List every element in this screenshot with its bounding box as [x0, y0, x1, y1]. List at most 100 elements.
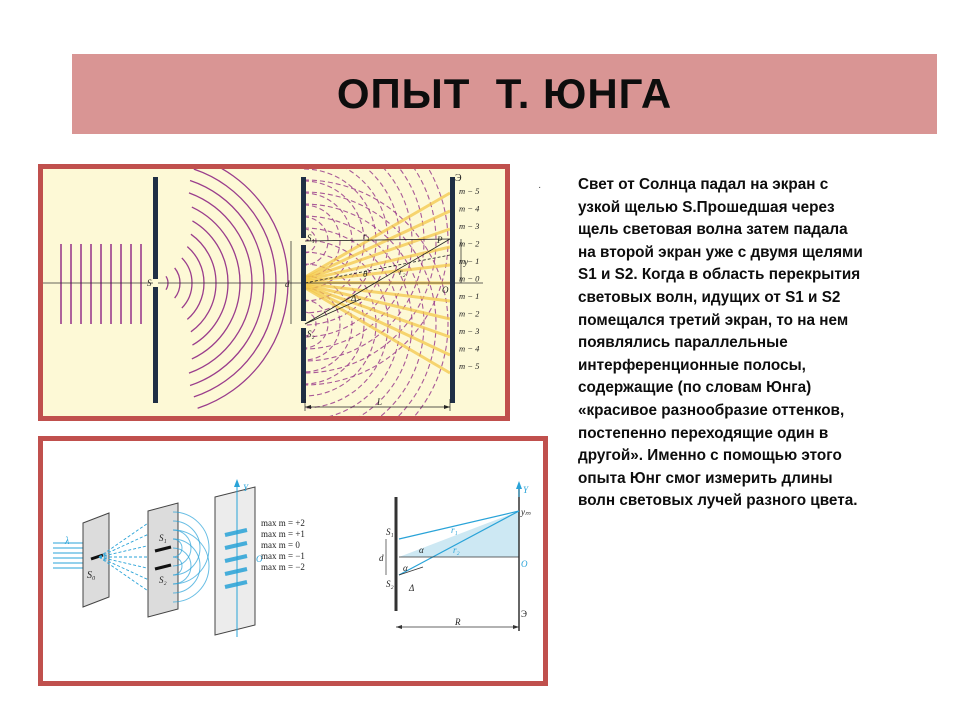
order-label: m − 5 [459, 361, 479, 371]
text-line: щель световая волна затем падала [578, 221, 848, 239]
secondary-wave-arc [303, 179, 449, 416]
r2-label: r₂ [399, 267, 406, 277]
L-arrow-left [305, 405, 311, 409]
text-line: волн световых лучей разного цвета. [578, 492, 858, 510]
alpha-bottom: α [403, 563, 408, 573]
double-slit-screen [301, 177, 306, 403]
slit-s2-bar [154, 563, 172, 571]
d-label: d [285, 279, 290, 289]
text-line: постепенно переходящие один в [578, 424, 829, 442]
text-line: световых волн, идущих от S1 и S2 [578, 288, 841, 306]
o-label: O [256, 554, 263, 564]
max-line: max m = −2 [261, 562, 305, 572]
order-label: m − 2 [459, 239, 480, 249]
fringe-bar [224, 541, 248, 550]
s1-label: S₁ [307, 233, 315, 243]
ym-label: yₘ [520, 507, 531, 517]
fringe-band [305, 263, 451, 283]
diverging-ray [98, 544, 152, 558]
screen-e-label: Э [455, 173, 462, 184]
first-slit-screen [153, 177, 158, 403]
diverging-ray [98, 556, 152, 594]
diverging-ray [98, 532, 152, 558]
theta-label: θ [363, 269, 368, 279]
fringe-band [305, 284, 451, 339]
s-label: S [147, 278, 152, 288]
o-label: O [442, 285, 449, 295]
wave-arc [172, 547, 192, 585]
secondary-wave-arc [303, 227, 401, 416]
R-arrow-right [513, 625, 519, 629]
o-label: O [521, 559, 528, 569]
y-axis-arrow [234, 479, 240, 487]
secondary-wave-arc [303, 311, 317, 337]
screen-label: Э [521, 609, 527, 619]
L-arrow-right [444, 405, 450, 409]
R-label: R [454, 617, 461, 627]
observation-screen [450, 177, 455, 403]
max-line: max m = +1 [261, 529, 305, 539]
y-label: y [463, 257, 468, 267]
ray-r2 [398, 510, 520, 576]
slit-s [153, 279, 158, 287]
page-title: ОПЫТ Т. ЮНГА [336, 70, 673, 117]
slit-s1 [301, 238, 306, 245]
s2-label: S₂ [307, 329, 315, 339]
wave-arc [172, 529, 192, 567]
ray-r2 [304, 238, 451, 325]
bullet: · [538, 182, 542, 193]
ray-r1 [398, 510, 520, 540]
observation-screen [214, 486, 256, 636]
fringe-band [305, 287, 451, 375]
y-axis-label: Y [243, 483, 249, 493]
r1-label: r₁ [451, 525, 458, 535]
delta-label: Δ [408, 583, 414, 593]
order-label: m − 3 [459, 326, 479, 336]
fringe-band [305, 191, 451, 278]
fringe-band [305, 227, 451, 281]
d-label: d [379, 553, 384, 563]
wave-arc [172, 556, 183, 576]
path-triangle [399, 511, 519, 557]
diffracted-wave-arcs [165, 169, 449, 416]
r2-label: r₂ [453, 545, 460, 555]
secondary-wave-arc [303, 287, 341, 361]
order-label: m − 5 [459, 186, 479, 196]
secondary-wave-arc [303, 239, 389, 409]
incoming-plane-waves [60, 244, 142, 324]
text-line: Свет от Солнца падал на экран с [578, 176, 829, 193]
fringe-bar [224, 528, 248, 537]
fringe-band [305, 282, 451, 303]
fringe-band [305, 283, 451, 321]
diverging-rays [98, 520, 152, 594]
order-labels: m − 5m − 4m − 3m − 2m − 1m − 0m − 1m − 2… [459, 186, 480, 371]
text-line: интерференционные полосы, [578, 356, 806, 374]
diverging-ray [98, 556, 152, 570]
diverging-ray [98, 556, 152, 582]
schematic-diagrams: λ S₀ S₁ S₂ Y O max m = +2 max m = +1 max… [38, 436, 548, 686]
wave-arc [172, 511, 210, 585]
L-label: L [376, 397, 382, 407]
secondary-wave-arc [303, 216, 329, 266]
text-line: опыта Юнг смог измерить длины [578, 469, 833, 487]
description-text: Свет от Солнца падал на экран с узкой ще… [578, 174, 938, 513]
ray-r1 [304, 238, 451, 242]
slit-s1-bar [154, 545, 172, 553]
s1-label: S₁ [386, 527, 394, 537]
delta-segment [304, 298, 362, 325]
secondary-wave-arc [303, 169, 425, 362]
text-line: другой». Именно с помощью этого [578, 447, 842, 465]
wave-arc [172, 520, 201, 576]
title-banner: ОПЫТ Т. ЮНГА [72, 54, 937, 134]
wave-arc [172, 538, 201, 594]
order-label: m − 3 [459, 221, 479, 231]
screen-s1s2 [147, 502, 179, 618]
text-line: S1 и S2. Когда в область перекрытия [578, 266, 861, 284]
order-label: m − 4 [459, 344, 480, 354]
schematic-svg: λ S₀ S₁ S₂ Y O max m = +2 max m = +1 max… [53, 479, 531, 637]
fringe-band [305, 245, 451, 282]
secondary-wave-arc [303, 169, 449, 386]
secondary-wave-arc [303, 299, 329, 349]
y-axis-arrow [516, 481, 522, 489]
